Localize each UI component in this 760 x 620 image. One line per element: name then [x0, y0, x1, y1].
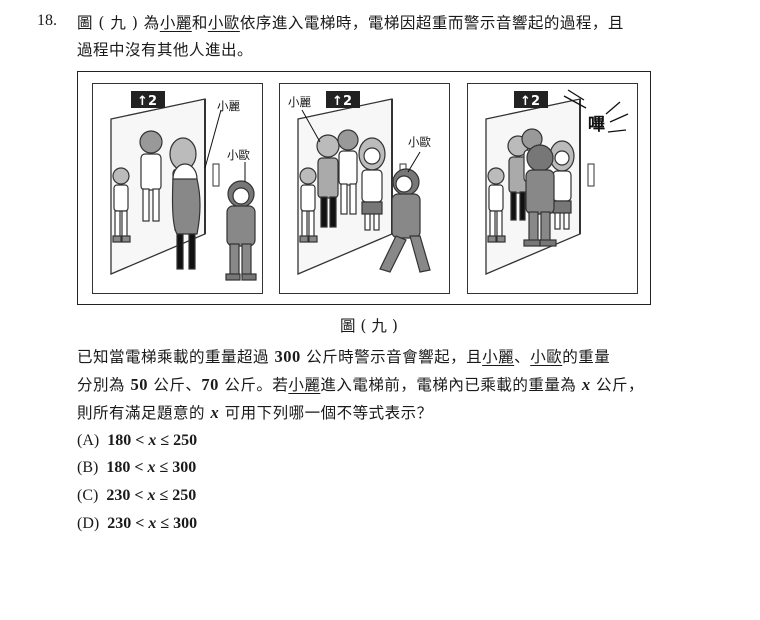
question-number: 18. [37, 12, 57, 29]
person-xiaoli [171, 163, 201, 270]
option-d[interactable]: (D)230 < x ≤ 300 [77, 515, 198, 532]
figure-9: ↑ 2 [77, 71, 651, 305]
body-text: 分別為 [77, 376, 126, 394]
option-low: 180 [106, 459, 131, 476]
option-high: 300 [172, 459, 197, 476]
label-xiaoli: 小麗 [217, 99, 240, 113]
panel-2: ↑ 2 [279, 83, 450, 294]
variable-x: x [210, 403, 220, 422]
number-50: 50 [130, 375, 148, 394]
person-kid [112, 167, 131, 243]
body-line-1: 已知當電梯乘載的重量超過 300 公斤時警示音會響起，且小麗、小歐的重量 [77, 346, 610, 368]
panel-1-illustration: ↑ 2 [110, 91, 257, 281]
svg-text:↑: ↑ [332, 94, 343, 109]
question-stem-line-1: 圖 ( 九 ) 為小麗和小歐依序進入電梯時，電梯因超重而警示音響起的過程，且 [77, 12, 624, 34]
option-label: (A) [77, 432, 100, 449]
body-line-2: 分別為 50 公斤、70 公斤。若小麗進入電梯前，電梯內已乘載的重量為 x 公斤… [77, 374, 644, 396]
body-text: 已知當電梯乘載的重量超過 [77, 348, 270, 366]
body-text: 公斤、 [153, 376, 202, 394]
panel-2-illustration: ↑ 2 [297, 91, 431, 275]
alarm-sound: 嗶 [588, 115, 605, 135]
floor-indicator [326, 91, 360, 108]
figure-caption: 圖 ( 九 ) [340, 317, 398, 335]
name-xiaoli: 小麗 [288, 376, 321, 394]
body-text: 公斤時警示音會響起，且 [306, 348, 483, 366]
variable-x: x [581, 375, 591, 394]
number-70: 70 [201, 375, 219, 394]
option-high: 250 [173, 432, 198, 449]
svg-text:↑: ↑ [137, 94, 148, 109]
option-label: (B) [77, 459, 99, 476]
svg-text:2: 2 [343, 94, 352, 109]
option-low: 180 [107, 432, 132, 449]
name-xiaoli: 小麗 [482, 348, 515, 366]
option-low: 230 [106, 487, 131, 504]
person-xiaoou [225, 180, 257, 281]
person-man [139, 130, 163, 222]
panel-1: ↑ 2 [92, 83, 263, 294]
body-text: 則所有滿足題意的 [77, 404, 206, 422]
body-text: 可用下列哪一個不等式表示？ [224, 404, 433, 422]
svg-text:2: 2 [148, 94, 157, 109]
person-kid [299, 167, 318, 243]
person-man [337, 129, 359, 215]
person-xiaoou [523, 144, 557, 247]
person-xiaoli [316, 134, 340, 228]
number-300: 300 [274, 347, 301, 366]
svg-text:2: 2 [531, 94, 540, 109]
question-stem-line-2: 過程中沒有其他人進出。 [77, 41, 254, 59]
body-text: 公斤， [596, 376, 645, 394]
option-c[interactable]: (C)230 < x ≤ 250 [77, 487, 197, 504]
option-low: 230 [107, 515, 132, 532]
body-line-3: 則所有滿足題意的 x 可用下列哪一個不等式表示？ [77, 402, 433, 424]
floor-indicator [514, 91, 548, 108]
person-xiaoou [379, 168, 431, 273]
body-text: 的重量 [562, 348, 611, 366]
option-var: x [148, 432, 157, 449]
option-high: 300 [173, 515, 198, 532]
person-kid [487, 167, 506, 243]
option-high: 250 [172, 487, 197, 504]
panel-3: ↑ 2 [467, 83, 638, 294]
person-woman [358, 137, 386, 231]
option-a[interactable]: (A)180 < x ≤ 250 [77, 432, 198, 449]
body-text: 公斤。若 [224, 376, 289, 394]
stem-text: 圖 ( 九 ) 為 [77, 14, 160, 32]
option-var: x [147, 459, 156, 476]
alarm-lines [563, 89, 629, 133]
panel-3-illustration: ↑ 2 [485, 89, 629, 275]
person-woman [549, 140, 575, 230]
label-xiaoli: 小麗 [288, 95, 311, 109]
label-xiaoou: 小歐 [408, 135, 431, 149]
svg-text:↑: ↑ [520, 94, 531, 109]
body-text: 進入電梯前，電梯內已乘載的重量為 [320, 376, 577, 394]
label-xiaoou: 小歐 [227, 148, 250, 162]
stem-text: 和 [191, 14, 208, 32]
option-label: (C) [77, 487, 99, 504]
name-xiaoou: 小歐 [530, 348, 563, 366]
stem-text: 依序進入電梯時，電梯因超重而警示音響起的過程，且 [239, 14, 624, 32]
option-var: x [147, 487, 156, 504]
name-xiaoli: 小麗 [159, 14, 192, 32]
option-b[interactable]: (B)180 < x ≤ 300 [77, 459, 197, 476]
body-text: 、 [514, 348, 531, 366]
option-label: (D) [77, 515, 100, 532]
floor-indicator [131, 91, 165, 108]
name-xiaoou: 小歐 [207, 14, 240, 32]
option-var: x [148, 515, 157, 532]
